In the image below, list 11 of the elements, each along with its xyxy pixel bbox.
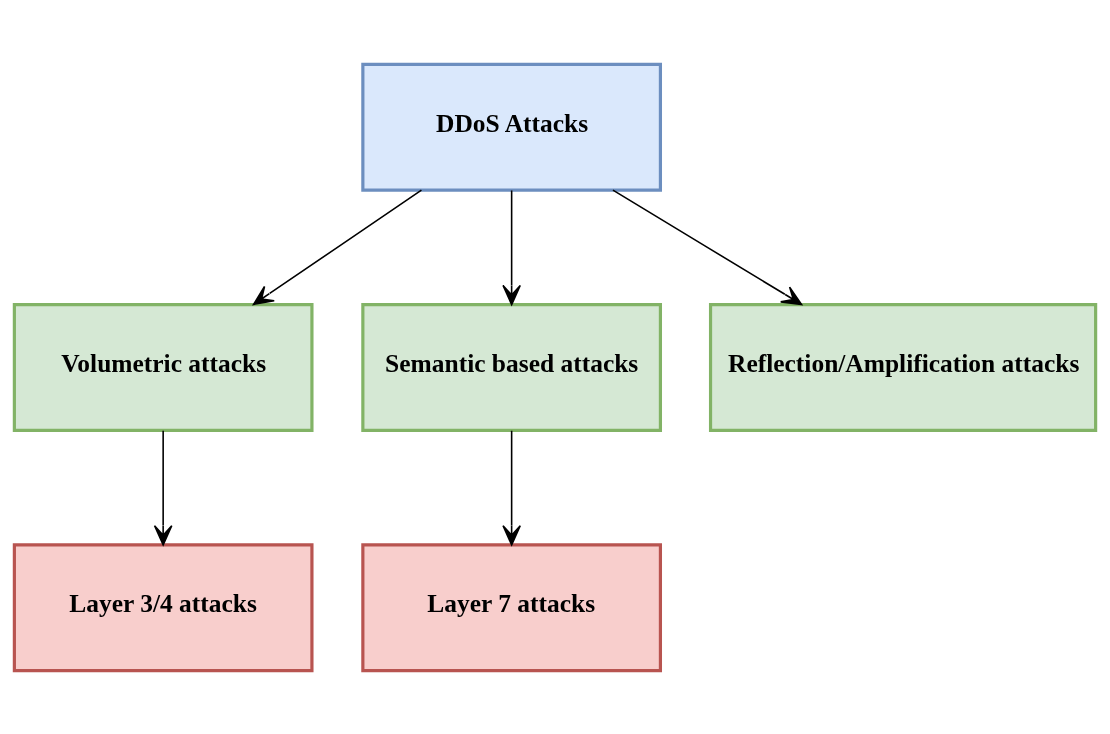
node-box: Volumetric attacks xyxy=(12,302,314,432)
node-box: Semantic based attacks xyxy=(361,302,662,432)
arrow xyxy=(252,188,423,305)
node-box: Layer 7 attacks xyxy=(361,542,662,672)
arrow xyxy=(612,188,803,305)
arrow xyxy=(502,189,522,305)
node-box: Layer 3/4 attacks xyxy=(12,542,314,672)
node-box: DDoS Attacks xyxy=(361,62,662,192)
arrow xyxy=(153,429,173,546)
node-box: Reflection/Amplification attacks xyxy=(708,302,1098,432)
arrow xyxy=(502,429,522,546)
